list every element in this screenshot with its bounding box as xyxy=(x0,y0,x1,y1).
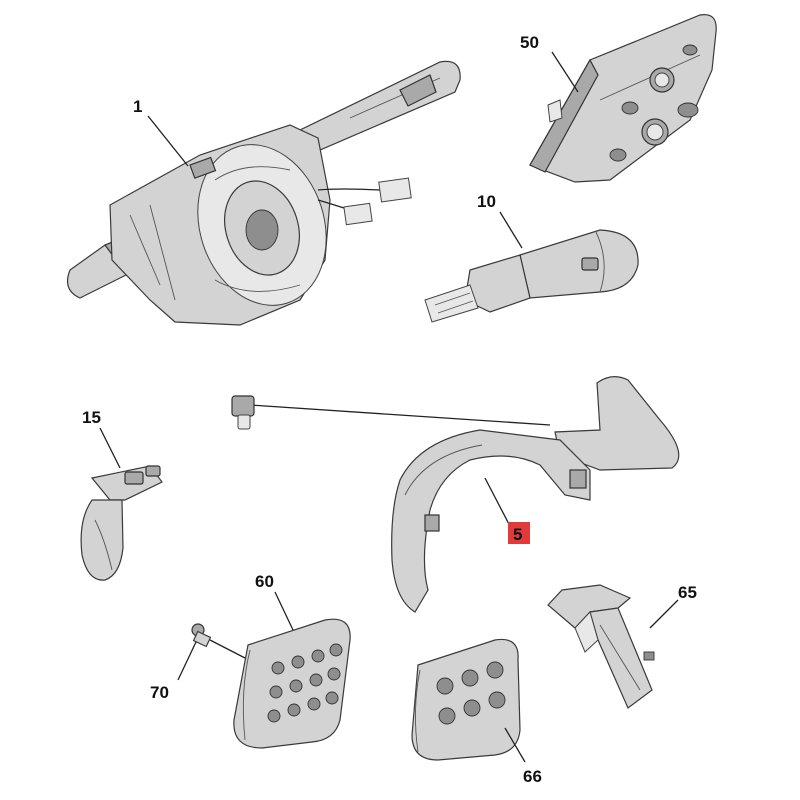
callout-66: 66 xyxy=(523,767,542,786)
callout-65: 65 xyxy=(678,583,697,602)
leader-70 xyxy=(177,641,197,681)
part-50-control-panel xyxy=(529,14,717,183)
part-15-small-switch xyxy=(80,465,163,581)
leader-65 xyxy=(649,599,679,629)
part-65-bracket xyxy=(547,584,655,709)
part-60-button-pad xyxy=(233,618,351,749)
leader-5 xyxy=(484,477,513,531)
callout-1: 1 xyxy=(133,97,142,116)
leader-1 xyxy=(147,115,189,167)
callout-5-highlight xyxy=(508,522,530,544)
part-10-switch-stalk xyxy=(424,229,639,323)
callout-5: 5 xyxy=(513,525,522,544)
callout-50: 50 xyxy=(520,33,539,52)
part-66-button-pad xyxy=(411,638,521,761)
leader-10 xyxy=(499,211,523,249)
leader-15 xyxy=(99,427,121,469)
callout-10: 10 xyxy=(477,192,496,211)
leader-60 xyxy=(274,591,294,631)
leader-70-screw xyxy=(209,639,246,659)
part-5-paddle-assembly xyxy=(231,376,680,613)
part-1-switch-assembly xyxy=(67,60,461,326)
callout-60: 60 xyxy=(255,572,274,591)
leader-50 xyxy=(551,51,579,93)
callout-15: 15 xyxy=(82,408,101,427)
callout-70: 70 xyxy=(150,683,169,702)
part-70-screw xyxy=(191,623,212,648)
leader-66 xyxy=(504,727,526,763)
